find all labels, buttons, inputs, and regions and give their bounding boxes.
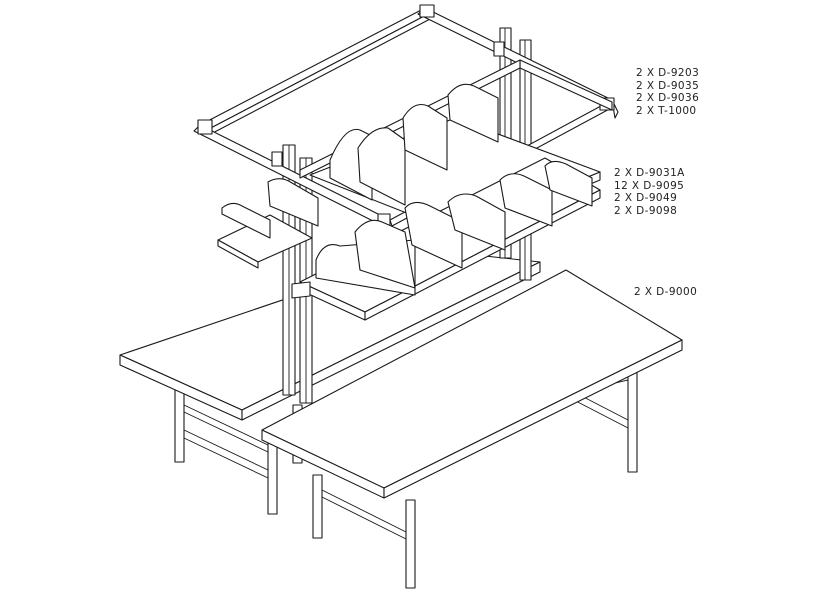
callout-line: 2 X D-9049 — [614, 192, 678, 205]
callout-bins: 2 X D-9031A 12 X D-9095 2 X D-9049 2 X D… — [614, 167, 685, 217]
callout-line: 2 X D-9036 — [636, 92, 700, 105]
callout-line: 12 X D-9095 — [614, 179, 685, 192]
front-bin-shelf — [291, 157, 601, 321]
callout-line: 2 X D-9203 — [636, 67, 700, 79]
left-bin-shelf — [217, 178, 319, 269]
callout-top-shelf: 2 X D-9203 2 X D-9035 2 X D-9036 2 X T-1… — [636, 67, 699, 117]
right-table — [261, 269, 683, 589]
back-bin-shelf — [309, 83, 601, 241]
callout-line: 2 X D-9035 — [636, 79, 700, 92]
callout-line: 2 X D-9031A — [614, 167, 685, 179]
callout-line: 2 X D-9000 — [634, 286, 698, 298]
callout-line: 2 X T-1000 — [636, 104, 697, 117]
callout-tables: 2 X D-9000 — [634, 286, 697, 299]
callout-line: 2 X D-9098 — [614, 204, 678, 217]
